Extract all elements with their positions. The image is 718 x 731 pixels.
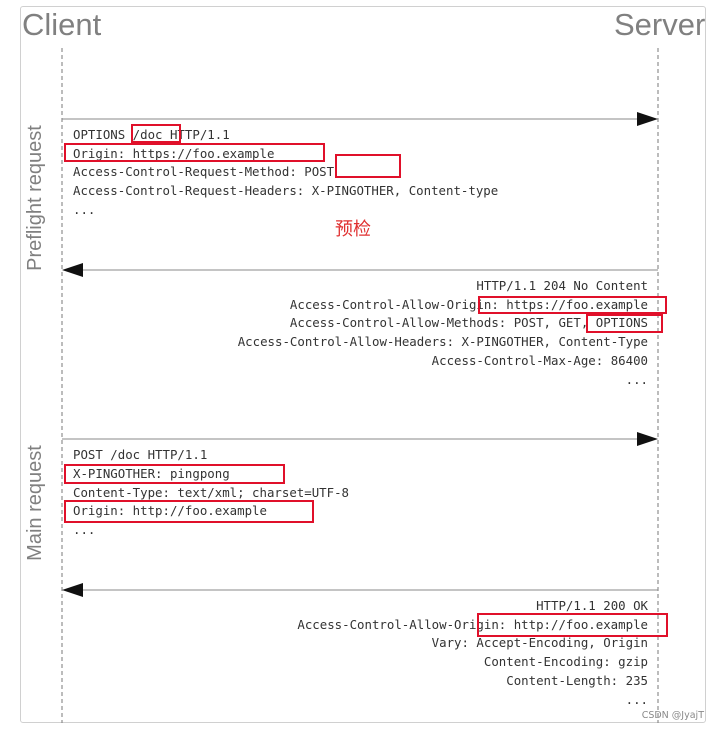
highlight-box-allow-methods bbox=[586, 314, 663, 333]
diagram-frame bbox=[20, 6, 706, 723]
highlight-box-allow-origin bbox=[478, 296, 667, 314]
preflight-request-line: Origin: https://foo.example bbox=[73, 146, 275, 161]
main-request-line: ... bbox=[73, 522, 96, 537]
preflight-response-line: Access-Control-Allow-Origin: https://foo… bbox=[289, 297, 648, 312]
main-request-line: Origin: http://foo.example bbox=[73, 503, 267, 518]
preflight-request-line: Access-Control-Request-Method: POST bbox=[73, 164, 335, 179]
main-response-arrow bbox=[62, 583, 658, 597]
preflight-response-line: Access-Control-Allow-Headers: X-PINGOTHE… bbox=[237, 334, 648, 349]
highlight-box-x-pingother bbox=[64, 464, 285, 484]
preflight-annotation: 预检 bbox=[335, 219, 371, 240]
main-request-arrow bbox=[62, 432, 658, 446]
highlight-box-path bbox=[131, 124, 181, 143]
main-response-line: HTTP/1.1 200 OK bbox=[536, 598, 648, 613]
highlight-box-method bbox=[335, 154, 401, 178]
preflight-response-arrow bbox=[62, 263, 658, 277]
main-request-line: X-PINGOTHER: pingpong bbox=[73, 466, 230, 481]
preflight-response-line: Access-Control-Allow-Methods: POST, GET,… bbox=[289, 315, 648, 330]
watermark: CSDN @JyajT bbox=[641, 710, 704, 721]
highlight-box-main-allow-origin bbox=[477, 613, 668, 637]
preflight-request-line: ... bbox=[73, 202, 96, 217]
preflight-response-line: HTTP/1.1 204 No Content bbox=[476, 278, 648, 293]
main-response-line: Vary: Accept-Encoding, Origin bbox=[431, 635, 648, 650]
preflight-response-line: Access-Control-Max-Age: 86400 bbox=[431, 353, 648, 368]
main-response-line: Access-Control-Allow-Origin: http://foo.… bbox=[297, 617, 648, 632]
preflight-request-line: OPTIONS /doc HTTP/1.1 bbox=[73, 127, 230, 142]
preflight-request-line: Access-Control-Request-Headers: X-PINGOT… bbox=[73, 183, 499, 198]
main-response-line: Content-Encoding: gzip bbox=[483, 654, 648, 669]
main-request-line: Content-Type: text/xml; charset=UTF-8 bbox=[73, 485, 350, 500]
server-header: Server bbox=[614, 7, 706, 42]
preflight-response-line: ... bbox=[625, 372, 648, 387]
main-response-line: Content-Length: 235 bbox=[506, 673, 648, 688]
highlight-box-main-origin bbox=[64, 500, 314, 523]
preflight-request-arrow bbox=[62, 112, 658, 126]
main-response-line: ... bbox=[625, 692, 648, 707]
client-header: Client bbox=[22, 7, 102, 42]
main-request-line: POST /doc HTTP/1.1 bbox=[73, 447, 208, 462]
preflight-section-label: Preflight request bbox=[24, 125, 46, 271]
main-section-label: Main request bbox=[24, 445, 46, 561]
highlight-box-origin bbox=[64, 143, 325, 162]
